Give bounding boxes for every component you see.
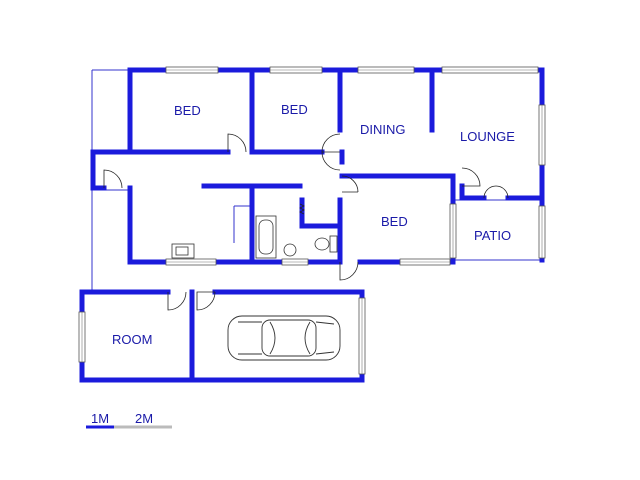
window-icon <box>165 258 217 266</box>
door-swing-icon <box>483 185 509 199</box>
door-swing-icon <box>103 169 123 189</box>
window-icon <box>441 66 539 74</box>
window-icon <box>538 104 546 166</box>
door-swing-icon <box>339 261 359 281</box>
door-swing-icon <box>341 175 359 193</box>
scale-label-2m: 2M <box>135 411 153 426</box>
doors <box>103 133 509 311</box>
sink-icon <box>171 243 195 259</box>
room-label-patio: PATIO <box>474 228 511 243</box>
fixtures <box>171 203 338 259</box>
vent-icon <box>299 203 305 215</box>
door-swing-icon <box>227 133 247 153</box>
door-swing-icon <box>461 167 481 187</box>
windows <box>78 66 546 375</box>
scale-bar: 1M 2M <box>86 411 172 429</box>
window-icon <box>357 66 415 74</box>
window-icon <box>538 205 546 259</box>
door-swing-icon <box>196 291 216 311</box>
room-label-bed: BED <box>281 102 308 117</box>
room-label-room: ROOM <box>112 332 152 347</box>
door-swing-icon <box>321 151 341 171</box>
window-icon <box>281 258 309 266</box>
window-icon <box>165 66 219 74</box>
window-icon <box>269 66 323 74</box>
window-icon <box>358 297 366 375</box>
window-icon <box>399 258 451 266</box>
scale-label-1m: 1M <box>91 411 109 426</box>
basin-icon <box>283 243 297 257</box>
room-label-bed: BED <box>174 103 201 118</box>
room-labels: BED BED DINING LOUNGE BED PATIO ROOM <box>112 102 515 347</box>
window-icon <box>78 311 86 363</box>
room-label-dining: DINING <box>360 122 406 137</box>
room-label-lounge: LOUNGE <box>460 129 515 144</box>
window-icon <box>449 203 457 259</box>
room-label-bed: BED <box>381 214 408 229</box>
outline-lines <box>91 69 542 292</box>
door-swing-icon <box>321 133 341 153</box>
door-swing-icon <box>167 291 187 311</box>
toilet-icon <box>314 235 338 253</box>
bathtub-icon <box>255 215 277 259</box>
car-icon <box>227 315 341 361</box>
